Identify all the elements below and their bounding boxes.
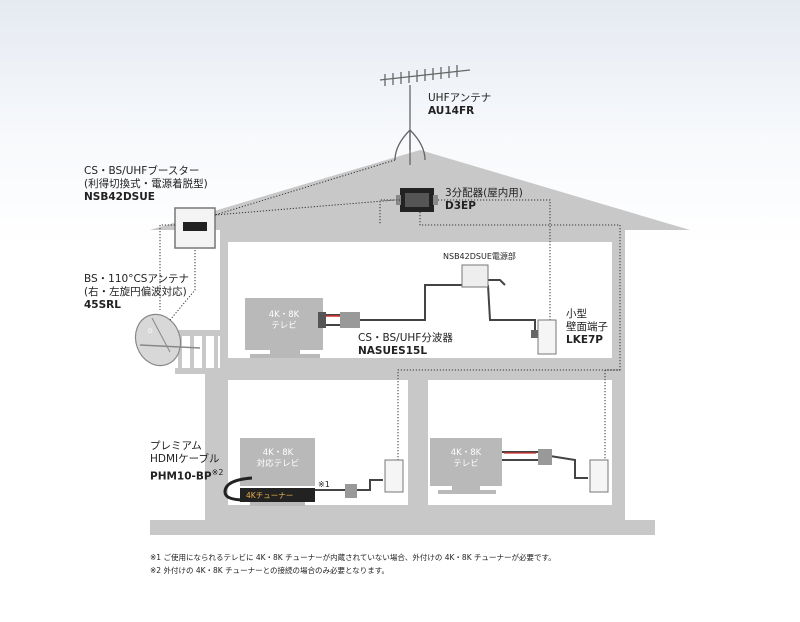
label-text: BS・110°CSアンテナ: [84, 273, 190, 285]
tv-text: 4K・8K: [262, 448, 294, 458]
tv-text: 4K・8K: [450, 448, 482, 458]
upper-tv-label: 4K・8K テレビ: [262, 310, 306, 332]
separator-label: CS・BS/UHF分波器 NASUES15L: [358, 332, 453, 358]
footnote-2: ※2 外付けの 4K・8K チューナーとの接続の場合のみ必要となります。: [150, 566, 390, 575]
power-unit-label: NSB42DSUE電源部: [443, 252, 516, 261]
tv-text: 対応テレビ: [256, 459, 300, 469]
booster-device: [174, 207, 216, 249]
lower-right-tv-label: 4K・8K テレビ: [444, 448, 488, 470]
wall-outlet-label: 小型 壁面端子 LKE7P: [566, 308, 608, 347]
lower-right-tv: [430, 438, 502, 494]
svg-text:D: D: [148, 328, 153, 335]
upper-tv: [245, 298, 323, 358]
lower-left-cables: [315, 479, 383, 491]
lower-left-tv-label: 4K・8K 対応テレビ: [254, 448, 302, 470]
model-text: NSB42DSUE: [84, 191, 155, 203]
splitter-label: 3分配器(屋内用) D3EP: [445, 187, 523, 213]
dotted-cables: [159, 159, 621, 471]
label-text: HDMIケーブル: [150, 453, 220, 465]
separator-device: [340, 312, 360, 328]
power-unit-device: [461, 264, 489, 288]
balcony: [175, 330, 225, 524]
model-text: AU14FR: [428, 105, 475, 117]
tuner-note-mark: ※1: [318, 480, 330, 489]
splitter-device: [396, 188, 438, 212]
label-text: 小型: [566, 308, 587, 320]
tv-text: テレビ: [453, 459, 479, 469]
uhf-antenna-label: UHFアンテナ AU14FR: [428, 92, 491, 118]
footnote-1: ※1 ご使用になられるテレビに 4K・8K チューナーが内蔵されていない場合、外…: [150, 553, 556, 562]
wall-outlet-3: [589, 459, 609, 493]
bs-dish: D: [134, 313, 201, 367]
booster-label: CS・BS/UHFブースター (利得切換式・電源着脱型) NSB42DSUE: [84, 165, 208, 204]
label-text: CS・BS/UHFブースター: [84, 165, 200, 177]
hdmi-cable: [223, 476, 253, 502]
uhf-antenna: [379, 65, 471, 165]
label-text: (利得切換式・電源着脱型): [84, 178, 208, 190]
label-text: プレミアム: [150, 440, 202, 452]
separator-device-3: [538, 449, 552, 465]
house: [150, 150, 690, 535]
model-text: PHM10-BP: [150, 470, 212, 483]
hdmi-label: プレミアム HDMIケーブル PHM10-BP※2: [150, 440, 223, 484]
lower-right-cables: [502, 451, 588, 479]
tv-connector: [318, 312, 326, 328]
label-text: (右・左旋円偏波対応): [84, 286, 187, 298]
label-text: UHFアンテナ: [428, 92, 492, 104]
upper-cables: [323, 279, 536, 330]
tv-text: テレビ: [271, 321, 297, 331]
label-text: CS・BS/UHF分波器: [358, 332, 453, 344]
wall-outlet-device: [537, 319, 557, 355]
model-text: D3EP: [445, 200, 476, 212]
separator-device-2: [345, 484, 357, 498]
model-text: NASUES15L: [358, 345, 428, 357]
model-text: LKE7P: [566, 334, 604, 346]
label-text: 3分配器(屋内用): [445, 187, 523, 199]
tv-text: 4K・8K: [268, 310, 300, 320]
tuner-label: 4Kチューナー: [246, 491, 294, 500]
note-mark: ※2: [211, 468, 224, 477]
lower-left-tv: [240, 438, 315, 506]
bs-antenna-label: BS・110°CSアンテナ (右・左旋円偏波対応) 45SRL: [84, 273, 189, 312]
label-text: 壁面端子: [566, 321, 608, 333]
model-text: 45SRL: [84, 299, 121, 311]
wall-outlet-2: [384, 459, 404, 493]
